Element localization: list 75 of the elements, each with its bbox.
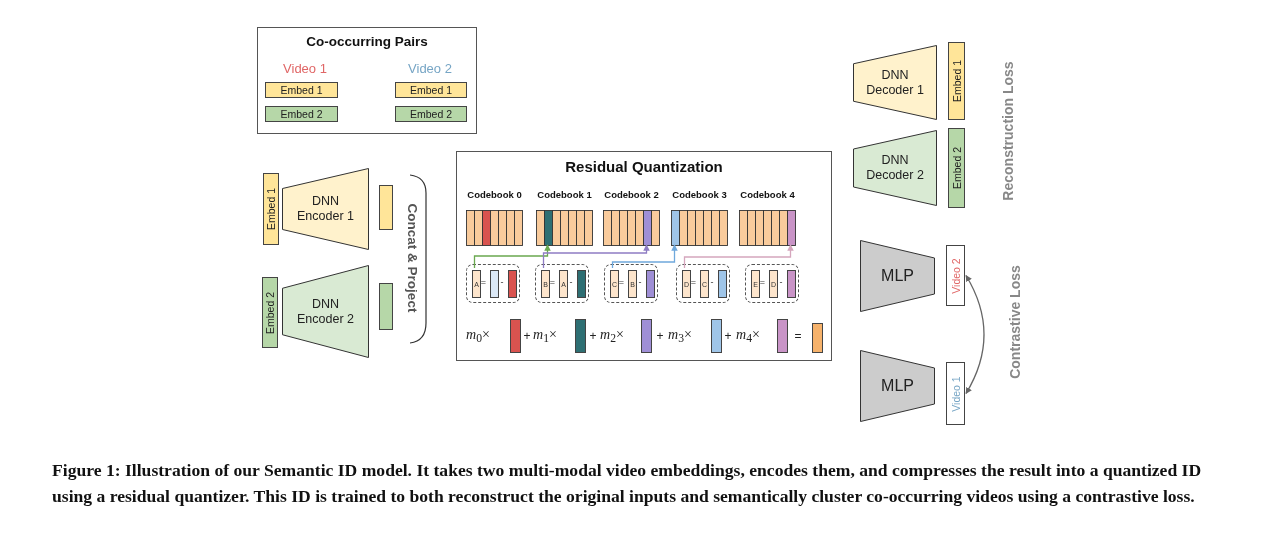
network-label: DNN Decoder 1 bbox=[865, 67, 925, 98]
operator-symbol: - bbox=[500, 277, 504, 287]
embedding-bar: Embed 2 bbox=[265, 106, 338, 122]
operator-symbol: = bbox=[618, 277, 625, 287]
arrow bbox=[473, 244, 551, 269]
operator-symbol: = bbox=[690, 277, 697, 287]
dashed-group-frame bbox=[676, 264, 730, 303]
codebook-label: Codebook 3 bbox=[672, 189, 727, 200]
codebook-label: Codebook 1 bbox=[537, 189, 592, 200]
network-label: MLP bbox=[880, 376, 915, 396]
vector-bar bbox=[379, 283, 393, 330]
vector-bar bbox=[711, 319, 722, 353]
arrow bbox=[611, 244, 678, 269]
panel-frame bbox=[257, 27, 477, 134]
panel-title: Co-occurring Pairs bbox=[305, 34, 429, 49]
operator-symbol: - bbox=[710, 277, 714, 287]
embedding-bar: Embed 2 bbox=[262, 277, 278, 348]
vector-bar bbox=[787, 270, 796, 298]
operator-symbol: - bbox=[638, 277, 642, 287]
loss-label: Reconstruction Loss bbox=[1000, 61, 1016, 201]
embedding-bar: Embed 1 bbox=[948, 42, 965, 120]
video-label: Video 2 bbox=[408, 60, 452, 76]
panel-title: Residual Quantization bbox=[564, 158, 724, 175]
loss-label: Contrastive Loss bbox=[1007, 265, 1023, 379]
operator-symbol: + bbox=[724, 329, 732, 343]
video-label: Video 1 bbox=[283, 60, 327, 76]
network-label: MLP bbox=[880, 266, 915, 286]
dashed-group-frame bbox=[535, 264, 589, 303]
arrow bbox=[683, 244, 794, 269]
operator-symbol: = bbox=[794, 329, 802, 343]
vector-bar bbox=[379, 185, 393, 230]
codebook-label: Codebook 2 bbox=[604, 189, 659, 200]
vector-bar bbox=[718, 270, 727, 298]
vector-bar bbox=[812, 323, 823, 353]
embedding-bar: Embed 2 bbox=[948, 128, 965, 208]
operator-symbol: + bbox=[589, 329, 597, 343]
panel-frame bbox=[456, 151, 832, 361]
network-label: DNN Encoder 1 bbox=[296, 194, 355, 224]
embedding-bar: Video 2 bbox=[946, 245, 965, 306]
operator-symbol: = bbox=[759, 277, 766, 287]
operator-symbol: - bbox=[569, 277, 573, 287]
vector-bar bbox=[777, 319, 788, 353]
concat-label: Concat & Project bbox=[404, 203, 420, 313]
network-label: DNN Decoder 2 bbox=[865, 153, 925, 183]
embedding-bar: Video 1 bbox=[946, 362, 965, 425]
weight-term: m$_{0}$× bbox=[466, 326, 490, 346]
operator-symbol: - bbox=[779, 277, 783, 287]
weight-term: m$_{3}$× bbox=[668, 326, 692, 346]
vector-bar bbox=[510, 319, 521, 353]
embedding-bar: Embed 2 bbox=[395, 106, 467, 122]
dashed-group-frame bbox=[745, 264, 799, 303]
vector-bar bbox=[577, 270, 586, 298]
weight-term: m$_{2}$× bbox=[600, 326, 624, 346]
dashed-group-frame bbox=[466, 264, 520, 303]
network-label: DNN Encoder 2 bbox=[296, 296, 355, 327]
operator-symbol: = bbox=[480, 277, 487, 287]
embedding-bar: Embed 1 bbox=[265, 82, 338, 98]
embedding-bar: Embed 1 bbox=[263, 173, 279, 245]
embedding-bar: Embed 1 bbox=[395, 82, 467, 98]
arrow bbox=[542, 244, 650, 269]
vector-bar bbox=[508, 270, 517, 298]
codebook-label: Codebook 4 bbox=[740, 189, 795, 200]
codebook-label: Codebook 0 bbox=[467, 189, 522, 200]
operator-symbol: + bbox=[523, 329, 531, 343]
operator-symbol: + bbox=[656, 329, 664, 343]
weight-term: m$_{1}$× bbox=[533, 326, 557, 346]
weight-term: m$_{4}$× bbox=[736, 326, 760, 346]
vector-bar bbox=[646, 270, 655, 298]
vector-bar bbox=[641, 319, 652, 353]
vector-bar bbox=[490, 270, 499, 298]
operator-symbol: = bbox=[549, 277, 556, 287]
double-arrow bbox=[965, 274, 985, 395]
vector-bar bbox=[575, 319, 586, 353]
figure-caption: Figure 1: Illustration of our Semantic ID model. It takes two multi-modal video embeddings, encodes them, and compresses the result into a quantized ID using a residual quantizer. This ID is trained to both reconstruct the original inputs and semantically cluster co-occurring videos using a contrastive loss. bbox=[52, 459, 1203, 508]
dashed-group-frame bbox=[604, 264, 658, 303]
